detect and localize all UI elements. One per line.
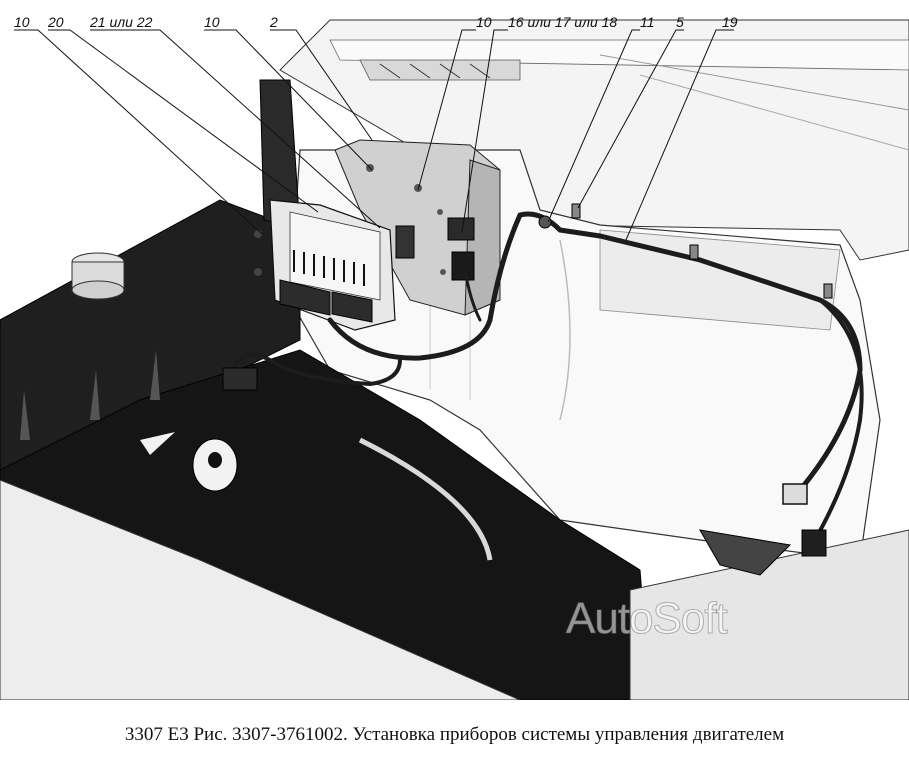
callout-label-20: 20: [48, 14, 64, 30]
callout-label-11: 11: [640, 14, 655, 30]
wiring-harness: [222, 203, 864, 557]
callout-leaders: [14, 29, 734, 241]
callout-label-21-22: 21 или 22: [90, 14, 153, 30]
relay-block: [395, 217, 475, 281]
callout-label-5: 5: [676, 14, 684, 30]
watermark: AutoSoft: [566, 594, 729, 644]
callout-label-10: 10: [476, 14, 492, 30]
cab-rear-panel: [279, 19, 909, 261]
callout-label-2: 2: [270, 14, 278, 30]
callout-label-16-17-18: 16 или 17 или 18: [508, 14, 618, 30]
reservoir-cap: [71, 252, 125, 300]
floor-details: [140, 432, 493, 561]
callout-label-19: 19: [722, 14, 738, 30]
engine-control-unit: [254, 199, 396, 331]
callout-label-10: 10: [14, 14, 30, 30]
figure-caption: 3307 E3 Рис. 3307-3761002. Установка при…: [124, 724, 785, 745]
engine-control-installation-drawing: [0, 19, 909, 700]
callout-label-10: 10: [204, 14, 220, 30]
